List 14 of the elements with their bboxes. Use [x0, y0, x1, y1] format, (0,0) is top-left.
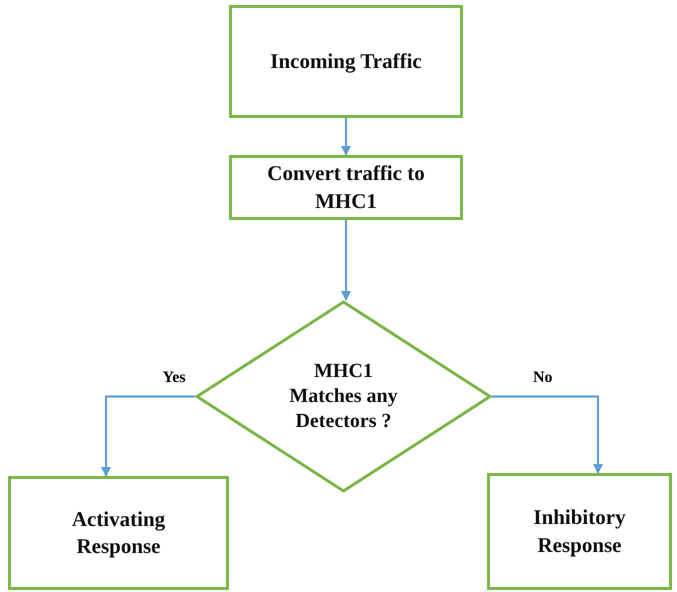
- node-text: MHC1 Matches any Detectors ?: [288, 359, 398, 434]
- arrow: [341, 220, 351, 301]
- node-text: Activating Response: [70, 506, 166, 560]
- process-box: [487, 473, 672, 590]
- arrow: [492, 396, 603, 474]
- arrow: [101, 396, 195, 477]
- node-text: Incoming Traffic: [270, 48, 422, 75]
- node-text: Inhibitory Response: [532, 504, 627, 558]
- arrow: [341, 118, 351, 156]
- process-box: [8, 476, 229, 590]
- process-box: [229, 5, 463, 118]
- process-box: [229, 155, 463, 220]
- decision-diamond: [195, 300, 492, 493]
- node-text: Convert traffic to MHC1: [266, 160, 426, 214]
